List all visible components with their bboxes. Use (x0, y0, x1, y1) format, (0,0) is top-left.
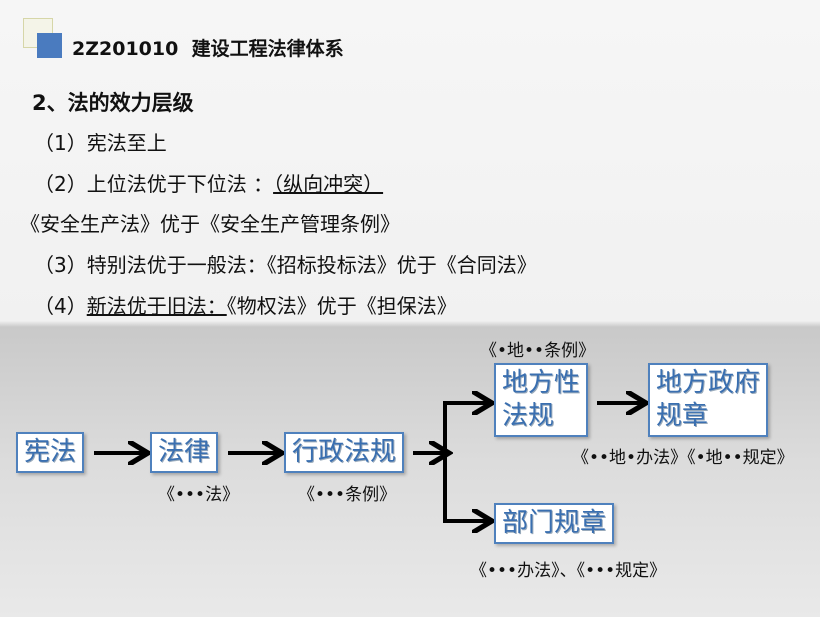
law-caption: 《•••法》 (158, 485, 240, 505)
point-4: （4）新法优于旧法：《物权法》优于《担保法》 (34, 294, 457, 318)
local-gov-caption: 《••地•办法》《•地••规定》 (572, 448, 794, 468)
box-admin-regulations: 行政法规 (284, 432, 405, 473)
box-law: 法律 (150, 432, 219, 473)
box-constitution: 宪法 (16, 432, 85, 473)
point-3: （3）特别法优于一般法：《招标投标法》优于《合同法》 (34, 253, 537, 277)
point-1: （1）宪法至上 (34, 131, 167, 155)
slide-title: 2Z201010 建设工程法律体系 (72, 38, 344, 60)
box-local-regulations: 地方性法规 (494, 363, 589, 437)
section-heading: 2、法的效力层级 (32, 91, 194, 115)
admin-caption: 《•••条例》 (298, 485, 397, 505)
logo-square-filled (37, 33, 62, 58)
box-dept-rules: 部门规章 (494, 503, 615, 544)
point-2-example: 《安全生产法》优于《安全生产管理条例》 (20, 212, 400, 236)
point-2: （2）上位法优于下位法 ：（纵向冲突） (34, 172, 384, 196)
dept-caption: 《•••办法》、《•••规定》 (470, 561, 667, 581)
box-local-gov-rules: 地方政府规章 (648, 363, 769, 437)
local-caption: 《•地••条例》 (480, 341, 596, 361)
